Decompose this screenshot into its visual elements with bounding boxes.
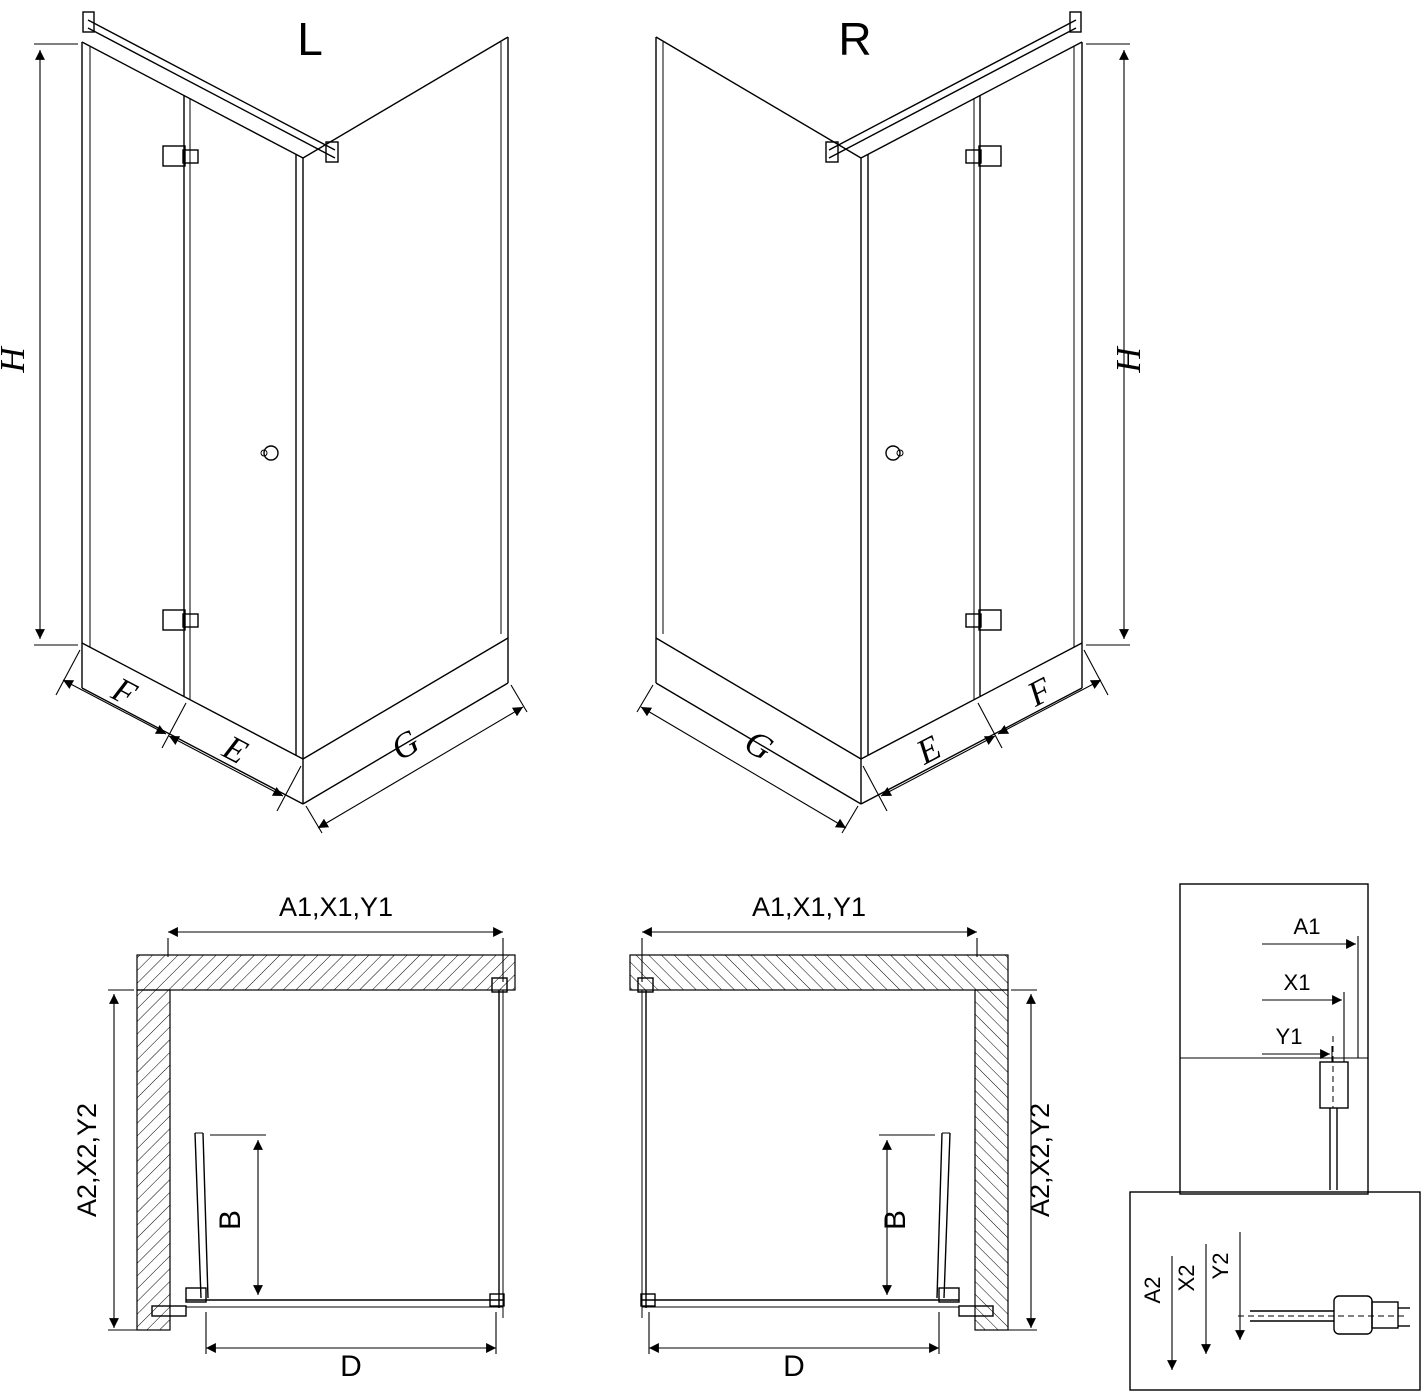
detail-label-y2: Y2 — [1208, 1253, 1233, 1280]
dim-label-e-right: E — [909, 728, 947, 773]
detail-inset-bottom: A2 X2 Y2 — [1129, 1191, 1421, 1391]
dim-label-g-left: G — [384, 722, 426, 768]
plan-dim-width-left: D — [340, 1350, 362, 1383]
enclosure-drawing-right — [637, 12, 1130, 833]
plan-dim-door-right: B — [879, 1210, 912, 1230]
detail-bottom-border — [1129, 1191, 1421, 1391]
plan-view-right: A1,X1,Y1 A2,X2,Y2 B D — [630, 892, 1055, 1383]
plan-dim-door-left: B — [214, 1210, 247, 1230]
plan-dim-top-left: A1,X1,Y1 — [279, 892, 393, 922]
detail-label-y1: Y1 — [1276, 1024, 1303, 1049]
profile-section-horizontal — [1238, 1295, 1410, 1335]
dim-label-g-right: G — [738, 722, 780, 768]
detail-label-a1: A1 — [1294, 914, 1321, 939]
enclosure-drawing-left — [34, 12, 527, 833]
plan-drawing-right — [630, 932, 1037, 1354]
variant-label-left: L — [297, 13, 323, 65]
dim-label-e-left: E — [216, 727, 254, 772]
plan-drawing-left — [108, 932, 515, 1354]
profile-section-vertical — [1319, 1036, 1349, 1190]
detail-top-border — [1179, 883, 1369, 1195]
detail-bottom-reference-lines — [1167, 1232, 1245, 1370]
iso-view-right: R H E F G — [637, 12, 1148, 833]
detail-inset-top: A1 X1 Y1 — [1179, 883, 1369, 1195]
plan-dim-side-left: A2,X2,Y2 — [72, 1103, 102, 1217]
dim-label-f-right: F — [1020, 669, 1058, 714]
dim-label-h-right: H — [1109, 346, 1148, 374]
detail-label-a2: A2 — [1140, 1277, 1165, 1304]
dim-label-h-left: H — [0, 346, 32, 374]
dim-label-f-left: F — [105, 669, 143, 714]
plan-dim-top-right: A1,X1,Y1 — [752, 892, 866, 922]
variant-label-right: R — [838, 13, 871, 65]
plan-dim-width-right: D — [783, 1350, 805, 1383]
detail-top-reference-lines — [1262, 936, 1359, 1062]
plan-view-left: A1,X1,Y1 A2,X2,Y2 B D — [72, 892, 515, 1383]
detail-label-x1: X1 — [1284, 970, 1311, 995]
iso-view-left: L H F E G — [0, 12, 527, 833]
detail-label-x2: X2 — [1174, 1265, 1199, 1292]
plan-dim-side-right: A2,X2,Y2 — [1025, 1103, 1055, 1217]
